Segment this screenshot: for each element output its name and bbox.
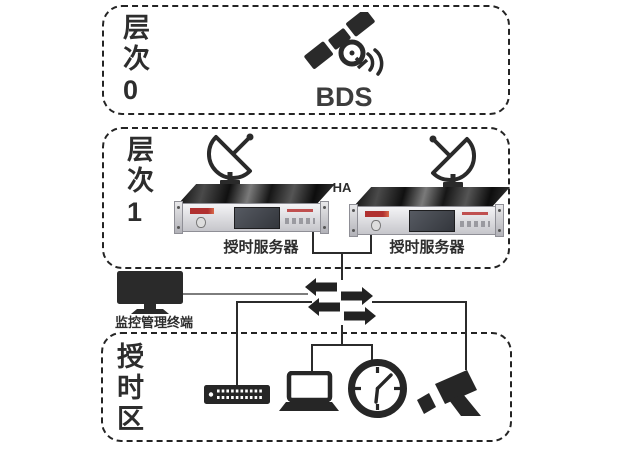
- lcd-screen: [234, 207, 280, 229]
- branch-to-camera-line: [465, 301, 467, 370]
- branch-to-ethernet-switch-line: [236, 301, 238, 386]
- switch-left-branch-line: [236, 301, 312, 303]
- server-top-panel: [354, 187, 510, 206]
- clock-icon: [348, 359, 407, 418]
- front-buttons: [460, 221, 490, 227]
- monitor-icon: [117, 271, 183, 314]
- t-to-clock-line: [371, 344, 373, 362]
- servers-to-switch-line: [341, 252, 343, 280]
- data-flow-arrows-icon: [305, 278, 376, 325]
- bds-label: BDS: [315, 82, 373, 112]
- t-to-laptop-line: [311, 344, 313, 375]
- satellite-dish-icon: [429, 135, 477, 188]
- monitor-to-switch-line: [183, 293, 308, 295]
- timing-zone-label: 授时区: [117, 342, 144, 434]
- rack-ear: [174, 201, 183, 234]
- rack-ear: [320, 201, 329, 234]
- bds-satellite-icon: [304, 12, 384, 76]
- server2-down-line: [370, 233, 372, 254]
- lcd-screen: [409, 210, 455, 232]
- laptop-icon: [279, 371, 339, 411]
- cctv-camera-icon: [417, 370, 481, 416]
- timing-zone-box: [101, 332, 512, 442]
- layer1-label: 层次1: [127, 135, 154, 227]
- model-text: [462, 212, 488, 215]
- time-server-device-1: [174, 184, 337, 234]
- rack-ear: [495, 204, 504, 237]
- server-top-panel: [179, 184, 335, 203]
- emblem-badge: [371, 220, 381, 231]
- server-front-panel: [174, 201, 329, 234]
- server1-label: 授时服务器: [223, 239, 299, 256]
- layer0-box: [102, 5, 510, 115]
- front-buttons: [285, 218, 315, 224]
- time-server-device-2: [349, 187, 512, 237]
- emblem-badge: [196, 217, 206, 228]
- layer0-label: 层次0: [123, 13, 150, 105]
- server-front-panel: [349, 204, 504, 237]
- satellite-dish-icon: [206, 133, 254, 186]
- ha-link-label: HA: [324, 180, 360, 195]
- ethernet-switch-icon: [204, 385, 270, 404]
- layer1-box: [102, 127, 510, 269]
- brand-logo: [190, 208, 214, 214]
- server2-label: 授时服务器: [389, 239, 465, 256]
- brand-logo: [365, 211, 389, 217]
- switch-right-branch-line: [372, 301, 467, 303]
- server1-down-line: [312, 230, 314, 254]
- monitor-label: 监控管理终端: [114, 315, 193, 330]
- rack-ear: [349, 204, 358, 237]
- t-split-line: [311, 344, 373, 346]
- switch-down-line: [341, 325, 343, 346]
- model-text: [287, 209, 313, 212]
